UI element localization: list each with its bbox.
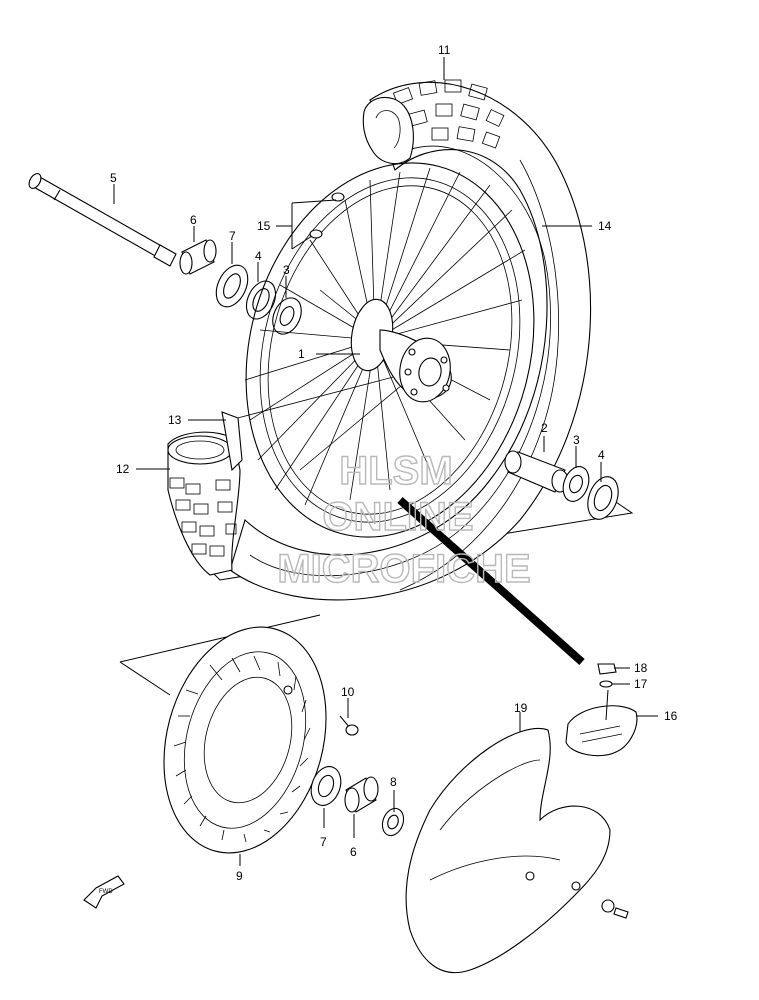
callout-18: 18	[634, 661, 648, 675]
callout-7-top: 7	[229, 229, 236, 243]
callout-16: 16	[664, 709, 678, 723]
spacer-top	[179, 239, 217, 275]
callout-2: 2	[541, 421, 548, 435]
callout-12: 12	[116, 462, 130, 476]
front-axle	[28, 173, 177, 267]
callout-10: 10	[341, 685, 355, 699]
wheel-rim	[245, 162, 535, 538]
disc-cover	[405, 728, 611, 974]
callout-1: 1	[298, 347, 305, 361]
bearing-right-4	[587, 476, 619, 520]
seal-top	[215, 264, 249, 308]
callout-15: 15	[257, 219, 271, 233]
seal-lower	[310, 766, 342, 806]
watermark-line-2: ONLINE	[322, 495, 473, 539]
watermark-line-3: MICROFICHE	[277, 547, 530, 591]
callout-4-top: 4	[255, 249, 262, 263]
spacer-right-2	[504, 450, 569, 493]
brake-disc	[163, 626, 327, 854]
callout-7-lower: 7	[320, 835, 327, 849]
watermark: HLSM ONLINE MICROFICHE	[277, 448, 532, 591]
callout-17: 17	[634, 677, 648, 691]
callout-19: 19	[514, 701, 528, 715]
callout-3-top: 3	[283, 263, 290, 277]
leader-lines	[113, 57, 658, 866]
callout-9: 9	[236, 869, 243, 883]
callout-6-top: 6	[190, 213, 197, 227]
tire	[229, 79, 592, 601]
nut-18	[597, 663, 617, 675]
callout-labels: 11 5 6 7 4 3 15 14 1 13 12 2 3 4 18 17 1…	[110, 43, 678, 883]
callout-11: 11	[438, 43, 451, 57]
callout-4-right: 4	[598, 448, 605, 462]
bearing-right-3	[562, 466, 590, 502]
callout-5: 5	[110, 171, 117, 185]
callout-8: 8	[390, 775, 397, 789]
disc-bolt	[339, 715, 359, 736]
fwd-arrow-icon: FWD	[83, 875, 125, 909]
collar-8	[381, 807, 405, 837]
callout-14: 14	[598, 219, 612, 233]
rim-lock	[565, 689, 638, 757]
callout-3-right: 3	[573, 433, 580, 447]
screws-15	[309, 192, 345, 239]
callout-6-lower: 6	[350, 845, 357, 859]
bearing-top-3	[272, 297, 302, 335]
fwd-label: FWD	[99, 889, 113, 895]
cover-bolt	[601, 899, 629, 919]
tire-section	[167, 411, 243, 576]
pointer-line	[397, 497, 585, 665]
callout-13: 13	[168, 413, 182, 427]
wheel-hub	[350, 298, 452, 403]
spacer-lower	[344, 776, 379, 813]
watermark-line-1: HLSM	[339, 449, 452, 493]
washer-17	[599, 680, 613, 688]
